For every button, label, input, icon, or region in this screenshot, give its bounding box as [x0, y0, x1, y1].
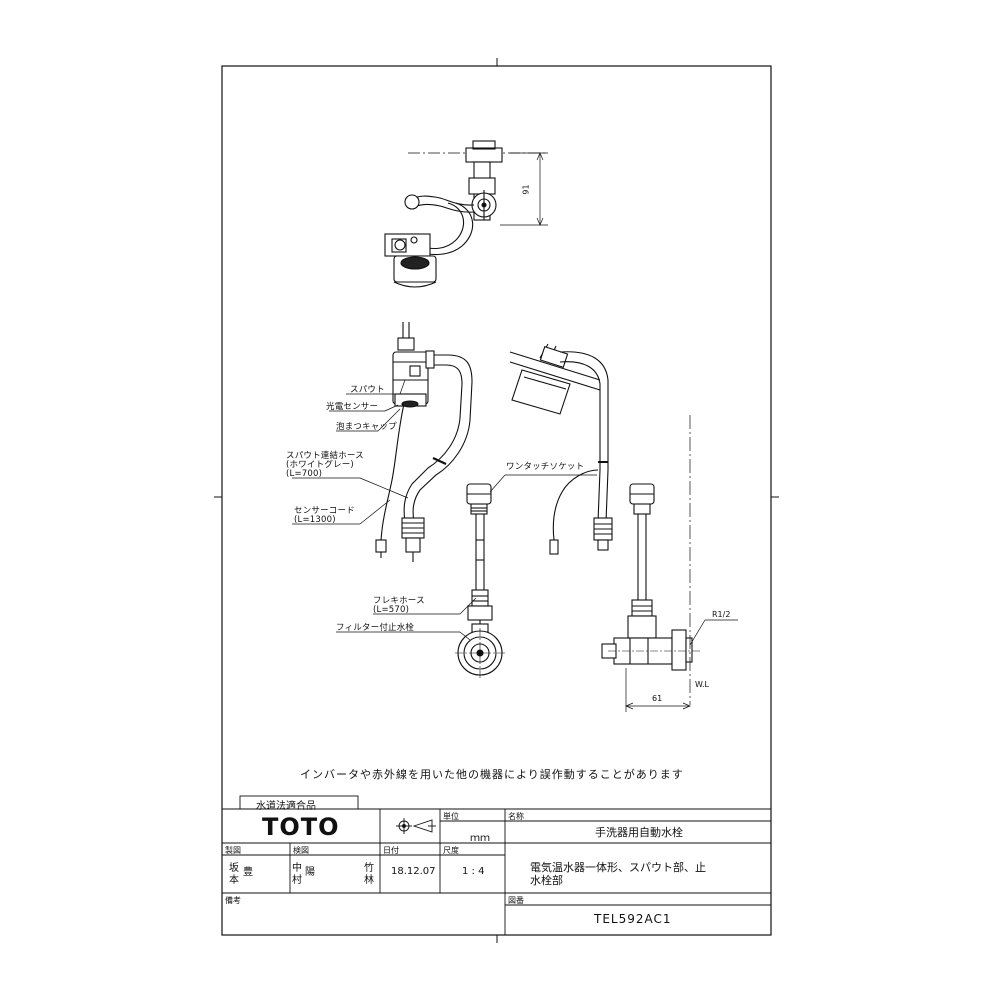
scale-header: 尺度: [443, 846, 459, 855]
label-flex-name: フレキホース: [373, 596, 425, 606]
label-cord-name: センサーコード: [294, 506, 355, 516]
label-valve: フィルター付止水栓: [336, 623, 415, 633]
dimension-height: 91: [521, 184, 531, 195]
product-name: 手洗器用自動水栓: [595, 826, 683, 839]
date-value: 18.12.07: [391, 866, 436, 877]
name-header: 名称: [508, 812, 524, 821]
check-name-4: 林: [364, 875, 374, 886]
brand-logo: TOTO: [262, 813, 340, 841]
unit-header: 単位: [443, 812, 459, 821]
label-sensor: 光電センサー: [326, 402, 379, 412]
side-view: [509, 343, 738, 712]
check-name-3: 竹: [364, 863, 374, 874]
label-hose-name: スパウト連結ホース: [286, 451, 364, 461]
number-header: 図番: [508, 896, 524, 905]
description-line-2: 水栓部: [530, 874, 563, 887]
check-name-1: 中: [292, 863, 302, 874]
dimension-thread: R1/2: [712, 610, 731, 619]
date-header: 日付: [383, 846, 399, 855]
title-block: [222, 795, 771, 935]
description-line-1: 電気温水器一体形、スパウト部、止: [530, 861, 706, 874]
drawn-name-2: 本: [229, 875, 239, 886]
label-spout: スパウト: [350, 385, 385, 395]
label-socket: ワンタッチソケット: [506, 462, 585, 472]
label-cord-length: (L=1300): [294, 515, 336, 525]
dimension-wall-line: W.L: [695, 680, 709, 689]
label-hose-color: (ホワイトグレー): [286, 460, 354, 470]
remarks-header: 備考: [225, 896, 241, 905]
unit-value: ｍｍ: [470, 833, 490, 844]
check-name-2: 村: [292, 875, 302, 886]
dimension-offset: 61: [652, 694, 663, 703]
drawn-header: 製図: [225, 846, 241, 855]
drawn-stamp: 豊: [243, 867, 253, 878]
certification-label: 水道法適合品: [256, 801, 316, 812]
check-header: 検図: [293, 846, 309, 855]
drawn-name-1: 坂: [229, 863, 239, 874]
scale-value: 1 : 4: [462, 866, 485, 877]
drawing-number: TEL592AC1: [594, 912, 672, 926]
top-view: [384, 140, 548, 288]
label-foam-cap: 泡まつキャップ: [336, 422, 397, 432]
front-view-spout: [375, 322, 473, 562]
label-hose-length: (L=700): [286, 469, 323, 479]
caution-note: インバータや赤外線を用いた他の機器により誤作動することがあります: [300, 768, 684, 781]
check-stamp: 陽: [305, 867, 315, 878]
front-view-valve: [455, 483, 505, 678]
leader-lines: [292, 379, 597, 641]
label-flex-length: (L=570): [373, 605, 410, 615]
